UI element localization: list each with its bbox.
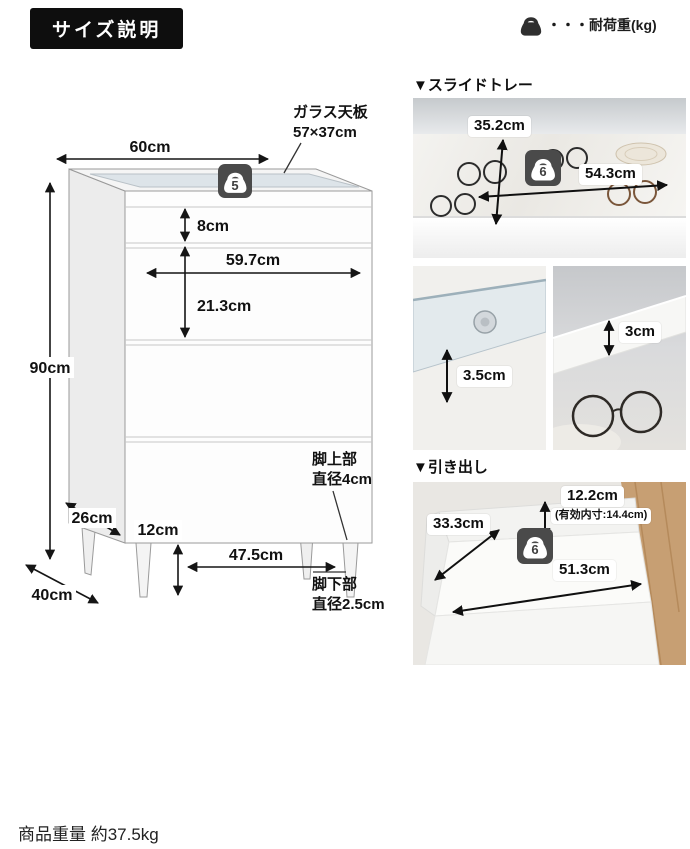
label-width-60: 60cm	[130, 139, 171, 156]
label-drawer-height-213: 21.3cm	[197, 298, 251, 315]
tray-depth-label: 35.2cm	[468, 116, 531, 137]
glass-edge-decor	[413, 278, 546, 302]
label-depth-40: 40cm	[32, 587, 73, 604]
tray-edge-detail-overlay	[553, 295, 686, 450]
drawer-photo: 12.2cm (有効内寸:14.4cm) 33.3cm 6 51.3cm	[413, 482, 686, 665]
cabinet-back-left-leg	[81, 526, 96, 576]
cabinet-load-badge: 5	[218, 164, 252, 198]
drawer-heading-text: ▼引き出し	[413, 459, 488, 476]
weight-icon	[520, 17, 542, 36]
tray-front-panel	[413, 216, 686, 258]
label-depth-26: 26cm	[72, 510, 113, 527]
cabinet-side-face	[68, 168, 126, 544]
label-leg-height-12: 12cm	[138, 522, 179, 539]
glass-lid-detail-overlay	[413, 278, 546, 404]
hinge-knob-center-decor	[480, 317, 490, 327]
tray-load-badge: 6	[525, 150, 561, 186]
drawer-inner-width-label: 51.3cm	[553, 560, 616, 581]
arrow-drawer-inner-width	[451, 580, 643, 616]
cabinet-front-face	[124, 190, 373, 544]
edge-height-label: 3cm	[619, 322, 662, 343]
weight-icon	[531, 158, 555, 181]
slide-tray-heading-text: ▼スライドトレー	[413, 77, 533, 94]
load-capacity-legend: ・・・耐荷重(kg)	[518, 12, 657, 38]
dimension-labels: 60cm ガラス天板 57×37cm 8cm 59.7cm 21.3cm 90c…	[26, 103, 385, 613]
glass-pointer-line	[283, 142, 302, 174]
drawer-load-badge: 6	[517, 528, 553, 564]
leg-top-pointer-line	[332, 490, 348, 541]
legend-text: ・・・耐荷重(kg)	[547, 17, 657, 33]
drawer-inner-depth-label: 33.3cm	[427, 514, 490, 535]
label-leg-bottom-2: 直径2.5cm	[312, 595, 385, 613]
drawer-inner-height-note: (有効内寸:14.4cm)	[551, 508, 652, 524]
label-leg-top-1: 脚上部	[312, 450, 357, 468]
cabinet-size-diagram: 60cm ガラス天板 57×37cm 8cm 59.7cm 21.3cm 90c…	[25, 103, 385, 613]
tray-load-value: 6	[539, 164, 547, 180]
drawer-gap-lines	[125, 206, 372, 443]
cabinet-illustration	[68, 168, 373, 598]
cabinet-front-left-leg	[135, 542, 152, 598]
blur-highlight-decor	[553, 424, 621, 450]
label-top-drawer-8: 8cm	[197, 218, 229, 235]
label-leg-bottom-1: 脚下部	[312, 575, 357, 593]
drawer-inner-height-label: 12.2cm	[561, 486, 624, 507]
label-leg-top-2: 直径4cm	[312, 470, 372, 488]
drawer-load-value: 6	[531, 542, 539, 558]
arrow-tray-width	[477, 180, 669, 202]
drawer-overlay	[420, 482, 686, 665]
product-weight-text: 商品重量 約37.5kg	[18, 825, 159, 844]
glass-lid-detail-photo: 3.5cm	[413, 266, 546, 450]
size-title-badge: サイズ説明	[30, 8, 184, 49]
tray-dish-decor	[615, 142, 667, 166]
label-glass-1: ガラス天板	[293, 103, 369, 121]
weight-icon	[523, 536, 547, 559]
glass-lid-area	[413, 98, 686, 134]
slide-tray-photo: 35.2cm 6 54.3cm	[413, 98, 686, 258]
tray-edge-detail-photo: 3cm	[553, 266, 686, 450]
weight-icon	[223, 172, 247, 193]
glass-clearance-label: 3.5cm	[457, 366, 512, 387]
arrow-depth-40	[25, 564, 99, 604]
round-glasses-decor	[571, 390, 663, 438]
tray-width-label: 54.3cm	[579, 164, 642, 185]
label-glass-2: 57×37cm	[293, 124, 357, 141]
rail-highlight-decor	[553, 295, 686, 339]
arrow-drawer-inner-depth	[434, 529, 500, 581]
drawer-heading: ▼引き出し	[413, 456, 488, 477]
cabinet-front-right-leg	[342, 542, 359, 598]
slide-tray-heading: ▼スライドトレー	[413, 74, 533, 95]
cabinet-load-value: 5	[231, 177, 239, 193]
label-height-90: 90cm	[30, 360, 71, 377]
size-title-text: サイズ説明	[52, 20, 162, 41]
label-inner-width-597: 59.7cm	[226, 252, 280, 269]
label-leg-span-475: 47.5cm	[229, 547, 283, 564]
slide-tray-overlay	[430, 138, 669, 226]
